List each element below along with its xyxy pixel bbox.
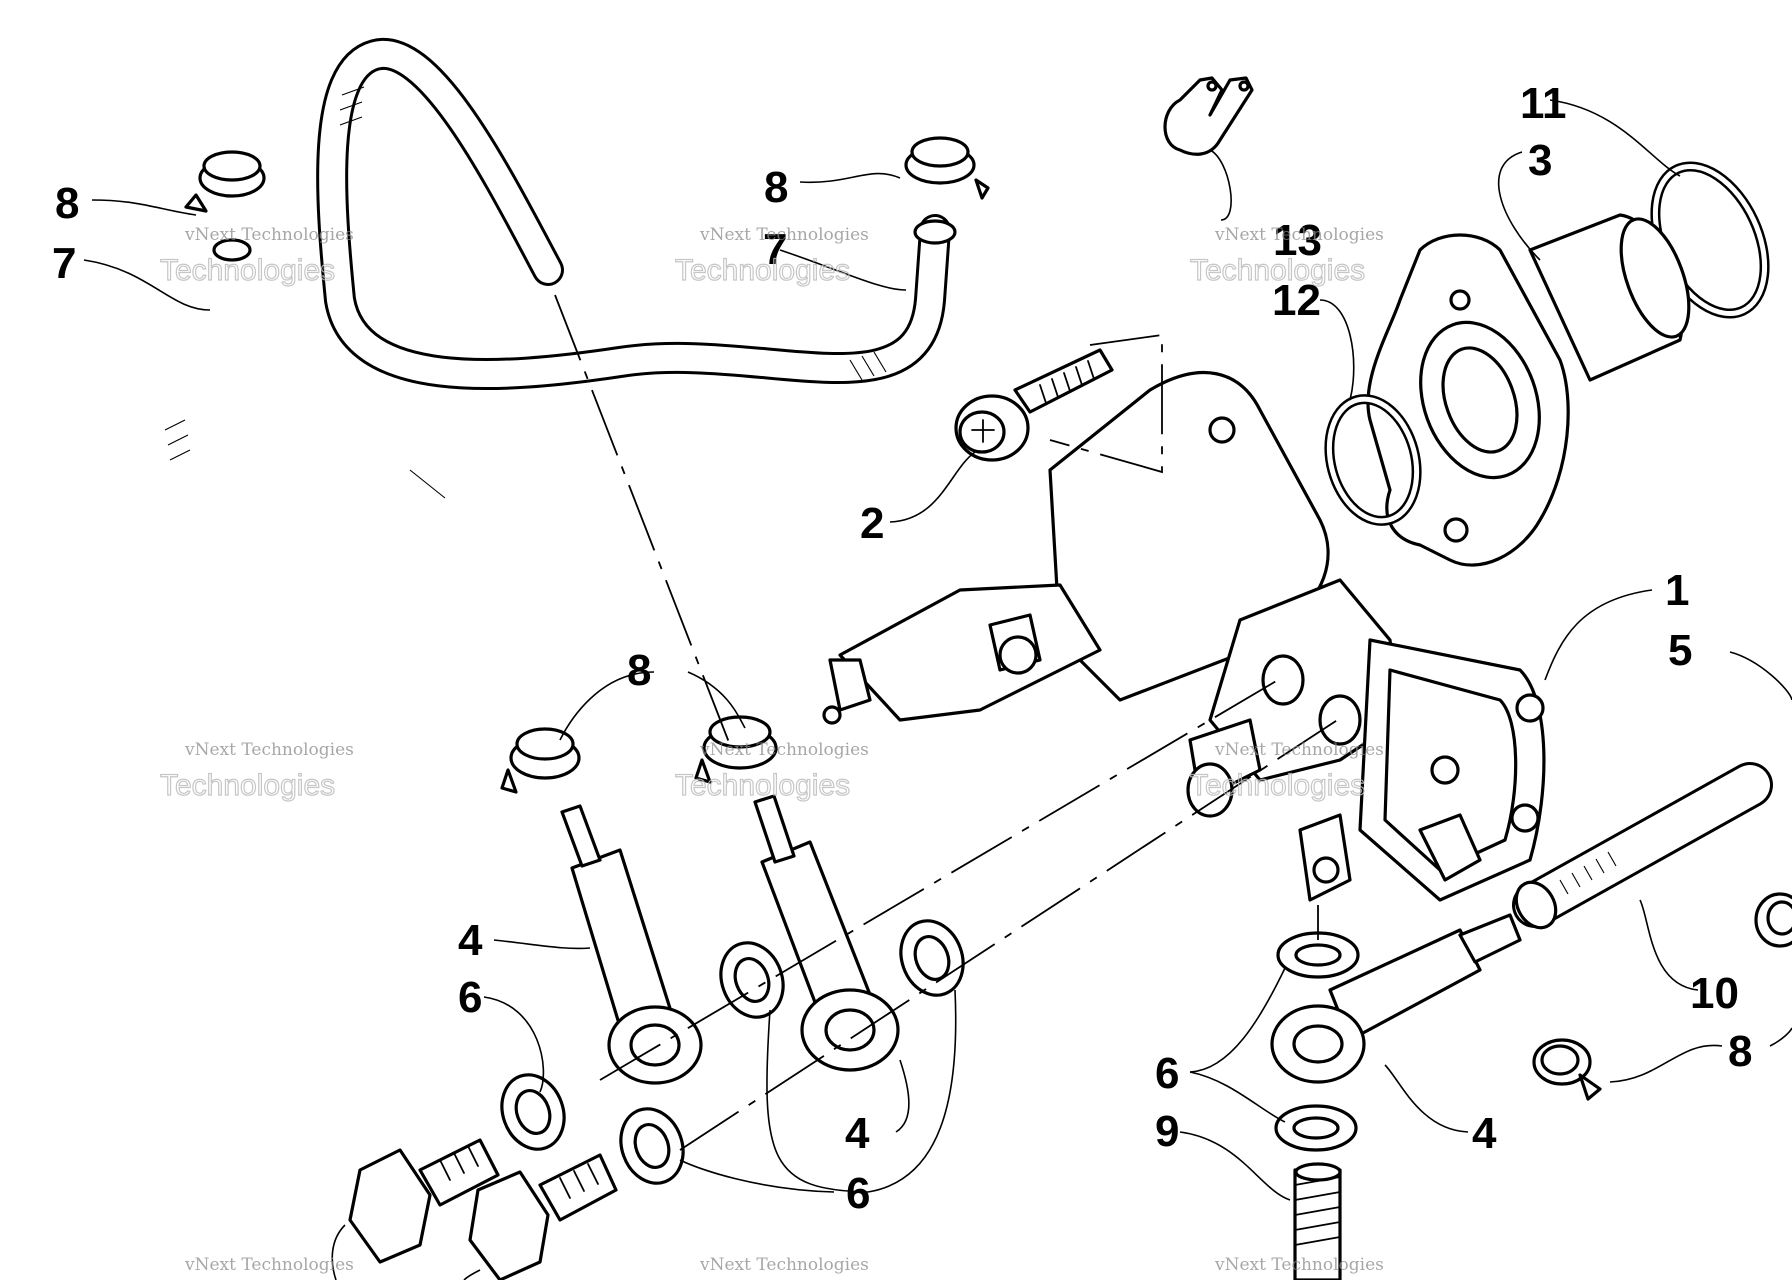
callout-5: 5 [1668,626,1692,675]
hose-left [145,236,522,702]
o-ring-small [1324,394,1422,526]
svg-text:Technologies: Technologies [1190,769,1365,802]
callout-labels: 8 7 8 7 8 13 11 3 12 2 1 5 4 6 4 6 6 9 4… [52,79,1752,1218]
callout-6: 6 [1155,1049,1179,1098]
clamp-far-right [1754,892,1792,948]
watermarks: vNext Technologies Technologies vNext Te… [159,225,1384,1275]
hose-short [1512,762,1773,930]
clamp-top-left [184,150,266,213]
washers [500,919,1360,1185]
svg-text:vNext Technologies: vNext Technologies [184,1255,354,1275]
watermark: vNext Technologies Technologies [674,740,869,803]
svg-text:vNext Technologies: vNext Technologies [699,1255,869,1275]
callout-11: 11 [1520,79,1567,128]
callout-10: 10 [1690,969,1739,1018]
watermark: vNext Technologies Technologies [674,225,869,288]
clamp-mid-left [500,727,581,794]
banjo-left [560,804,703,1085]
screw [954,348,1114,462]
callout-4: 4 [1472,1109,1497,1158]
callout-8: 8 [764,163,788,212]
watermark: vNext Technologies Technologies [1189,225,1384,288]
p-clip [1163,76,1254,156]
watermark: vNext Technologies Technologies [1189,740,1384,803]
svg-text:Technologies: Technologies [675,769,850,802]
assembly-axes [554,294,1346,1151]
callout-6: 6 [846,1169,870,1218]
svg-text:Technologies: Technologies [1190,254,1365,287]
svg-text:vNext Technologies: vNext Technologies [699,225,869,245]
svg-text:vNext Technologies: vNext Technologies [184,225,354,245]
callout-7: 7 [763,225,787,274]
banjo-middle [753,794,900,1072]
callout-2: 2 [860,499,884,548]
watermark: vNext Technologies Technologies [159,225,354,288]
svg-text:Technologies: Technologies [160,254,335,287]
leader-lines [83,99,1792,1280]
callout-13: 13 [1273,216,1322,265]
callout-12: 12 [1272,276,1321,325]
callout-8: 8 [1728,1027,1752,1076]
callout-4: 4 [845,1109,870,1158]
callout-6: 6 [458,973,482,1022]
clamp-top-middle [904,136,990,200]
watermark: vNext Technologies [699,1255,869,1275]
svg-text:vNext Technologies: vNext Technologies [1214,740,1384,760]
callout-9: 9 [1155,1107,1179,1156]
clamp-lower-right [1532,1038,1602,1101]
callout-7: 7 [52,239,76,288]
svg-text:Technologies: Technologies [675,254,850,287]
svg-text:vNext Technologies: vNext Technologies [184,740,354,760]
svg-text:vNext Technologies: vNext Technologies [699,740,869,760]
svg-text:Technologies: Technologies [160,769,335,802]
watermark: vNext Technologies [184,1255,354,1275]
banjo-right [1270,913,1522,1084]
watermark: vNext Technologies Technologies [159,740,354,803]
callout-3: 3 [1528,136,1552,185]
svg-text:vNext Technologies: vNext Technologies [1214,1255,1384,1275]
pump-body [822,370,1546,902]
bolts [348,1138,1342,1280]
callout-8: 8 [627,646,651,695]
callout-8: 8 [55,179,79,228]
callout-4: 4 [458,916,483,965]
clamp-mid-right [694,715,778,784]
callout-1: 1 [1665,566,1689,615]
hose-upper [316,38,957,391]
svg-text:vNext Technologies: vNext Technologies [1214,225,1384,245]
watermark: vNext Technologies [1214,1255,1384,1275]
housing-cover [1366,213,1691,567]
